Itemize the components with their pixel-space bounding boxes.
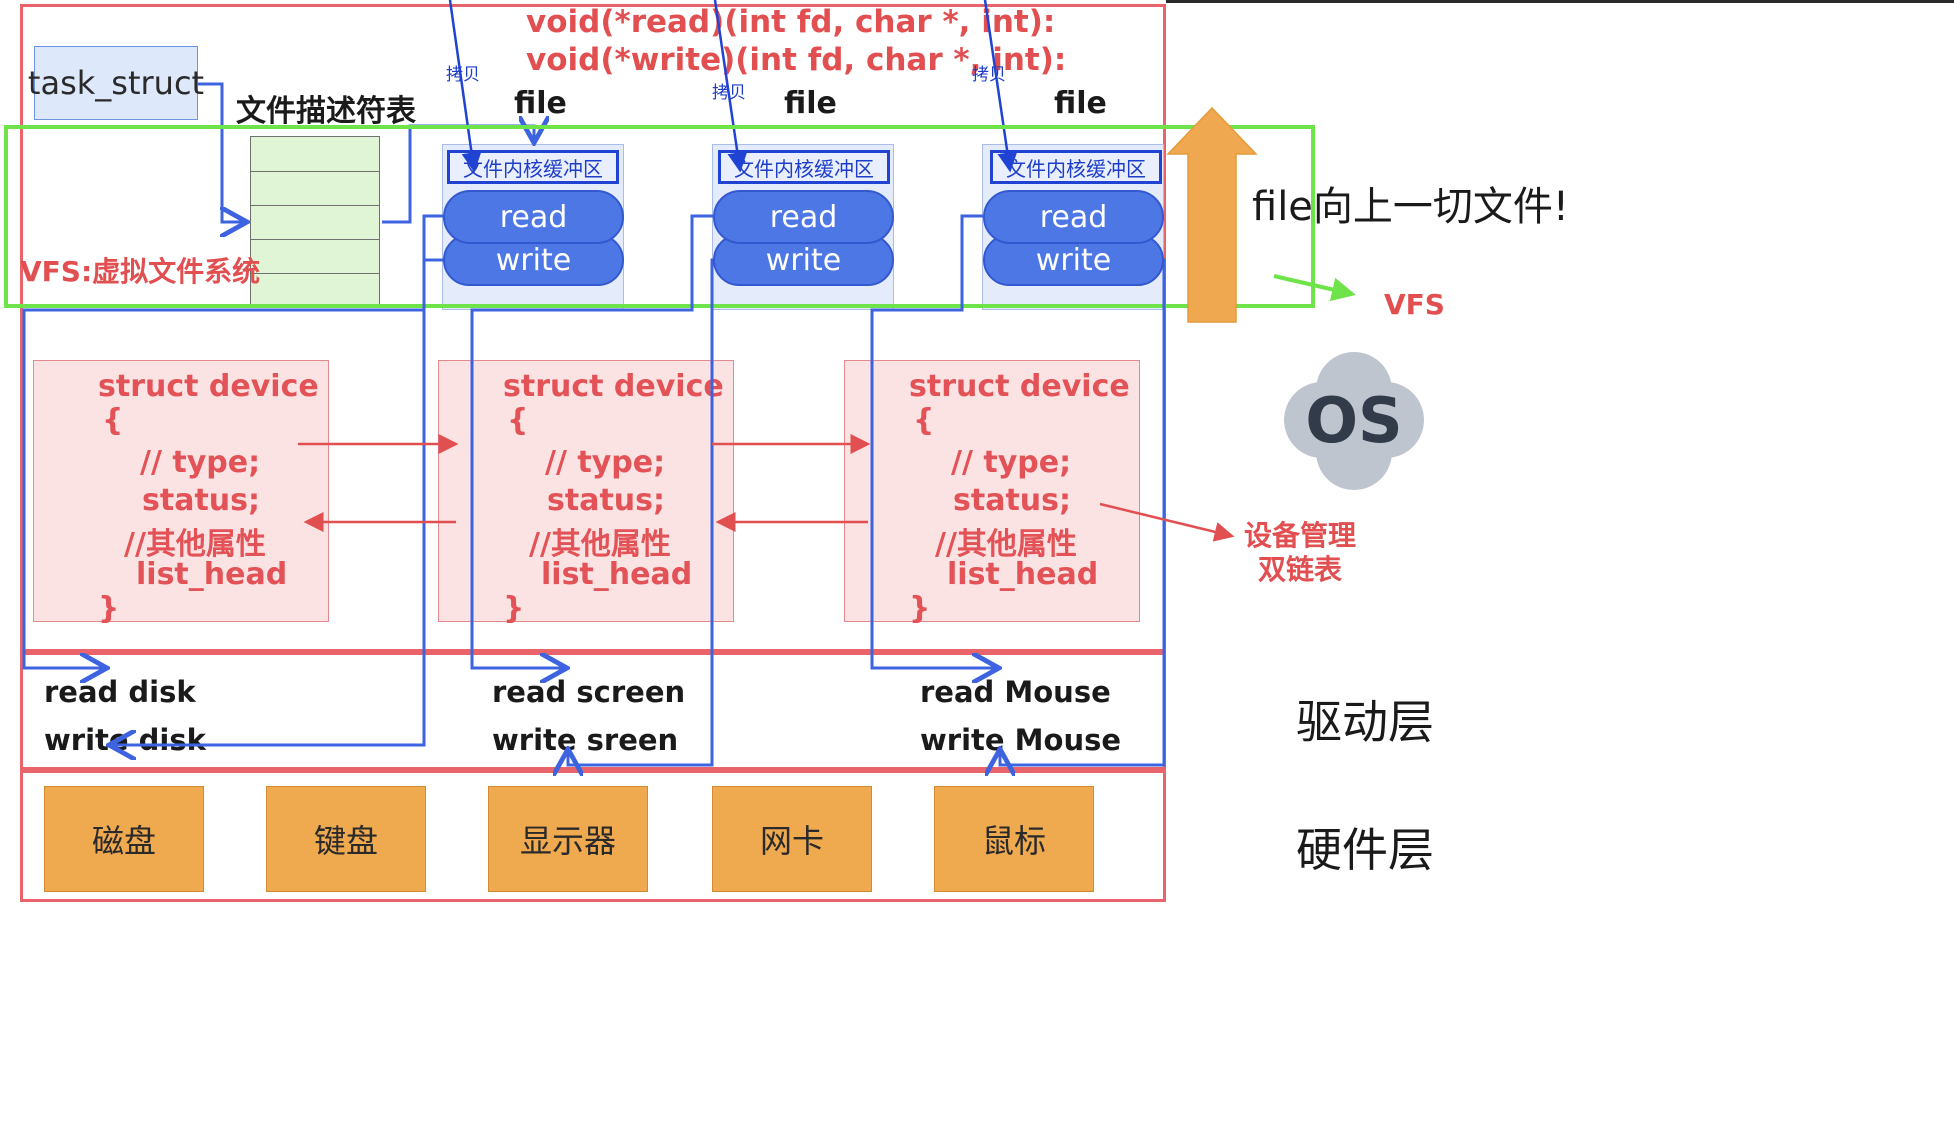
device-close-brace: } [909,591,931,626]
copy-label-2: 拷贝 [712,83,746,103]
read-function-pointer: void(*read)(int fd, char *, int): [526,4,1056,40]
hardware-nic: 网卡 [712,786,872,892]
fd-table-row-divider [251,205,379,206]
doubly-linked-list-label: 双链表 [1258,553,1343,586]
file-title-3: file [1054,86,1107,121]
driver-write-label: write Mouse [920,723,1122,757]
fd-table-row-divider [251,171,379,172]
hardware-display: 显示器 [488,786,648,892]
driver-read-label: read disk [44,675,196,709]
driver-screen: read screen write sreen [492,668,685,764]
kernel-buffer-1: 文件内核缓冲区 [447,150,619,184]
device-struct-3: struct device { // type; status; //其他属性 … [844,360,1140,626]
kernel-buffer-2: 文件内核缓冲区 [718,150,890,184]
write-function-pointer: void(*write)(int fd, char *, int): [526,42,1067,78]
everything-is-file-note: file向上一切文件! [1252,184,1569,230]
driver-read-label: read Mouse [920,675,1111,709]
vfs-side-label: VFS [1384,288,1445,321]
file-title-2: file [784,86,837,121]
kernel-buffer-3: 文件内核缓冲区 [990,150,1162,184]
device-list-head: list_head [541,557,693,592]
fd-table [250,136,380,306]
file-title-1: file [514,86,567,121]
driver-layer-label: 驱动层 [1296,695,1434,749]
device-status-field: status; [547,483,665,518]
read-pill-3: read [983,190,1164,244]
copy-label-3: 拷贝 [972,65,1006,85]
driver-read-label: read screen [492,675,686,709]
device-struct-keyword: struct device [909,369,1130,404]
fd-table-row-divider [251,239,379,240]
device-struct-1: struct device { // type; status; //其他属性 … [33,360,329,626]
driver-write-label: write disk [44,723,206,757]
device-status-field: status; [953,483,1071,518]
fd-table-row-divider [251,273,379,274]
device-struct-keyword: struct device [98,369,319,404]
copy-label-1: 拷贝 [446,65,480,85]
driver-mouse: read Mouse write Mouse [920,668,1121,764]
driver-write-label: write sreen [492,723,679,757]
device-type-field: // type; [140,445,261,480]
read-pill-1: read [443,190,624,244]
device-management-label: 设备管理 [1244,519,1357,552]
device-struct-keyword: struct device [503,369,724,404]
hardware-layer-frame [20,770,1166,902]
hardware-disk: 磁盘 [44,786,204,892]
os-label: OS [1305,384,1403,457]
device-list-head: list_head [947,557,1099,592]
read-pill-2: read [713,190,894,244]
device-struct-2: struct device { // type; status; //其他属性 … [438,360,734,626]
hardware-mouse: 鼠标 [934,786,1094,892]
upward-arrow [1166,106,1258,323]
device-type-field: // type; [545,445,666,480]
hardware-keyboard: 键盘 [266,786,426,892]
device-open-brace: { [102,403,124,438]
device-close-brace: } [503,591,525,626]
device-list-head: list_head [136,557,288,592]
driver-disk: read disk write disk [44,668,206,764]
device-open-brace: { [507,403,529,438]
device-close-brace: } [98,591,120,626]
top-border-line [1166,0,1954,3]
fd-table-label: 文件描述符表 [236,94,416,129]
vfs-label: VFS:虚拟文件系统 [20,255,261,288]
hardware-layer-label: 硬件层 [1296,823,1434,877]
task-struct-box: task_struct [28,46,204,120]
device-type-field: // type; [951,445,1072,480]
device-open-brace: { [913,403,935,438]
device-status-field: status; [142,483,260,518]
vfs-pointer-arrow [1273,274,1356,302]
